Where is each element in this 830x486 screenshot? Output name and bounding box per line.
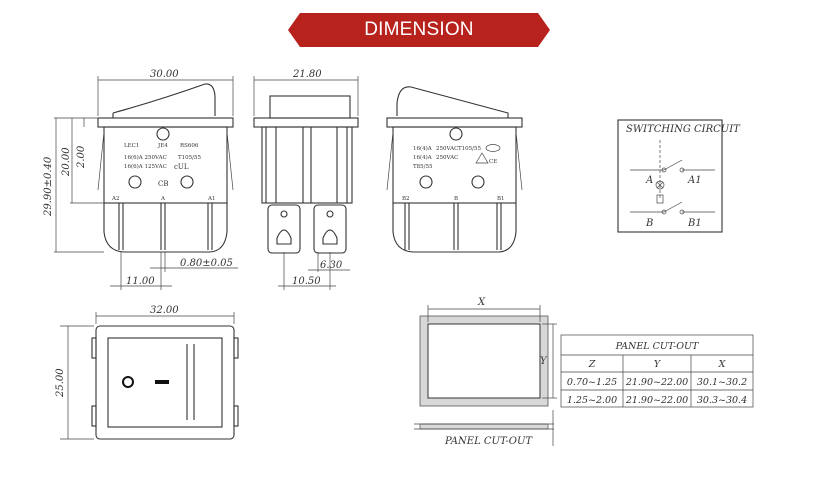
- circuit-b1-label: B1: [687, 218, 702, 229]
- circuit-a-label: A: [645, 175, 653, 186]
- terminal-thickness-dim: 0.80±0.05: [180, 258, 233, 269]
- front-width-dim: 30.00: [150, 69, 179, 80]
- switching-circuit: SWITCHING CIRCUIT A A1 B B1: [617, 119, 741, 233]
- b1-label: B1: [497, 196, 505, 202]
- table-title: PANEL CUT-OUT: [615, 341, 699, 352]
- je-label: JE4: [157, 143, 168, 149]
- back-temp2-label: T85/55: [413, 164, 433, 170]
- terminal-spacing-dim: 11.00: [126, 276, 155, 287]
- a1-label: A1: [207, 196, 215, 202]
- cert-mark-icon: [475, 152, 489, 164]
- side-width-dim: 21.80: [292, 69, 322, 80]
- b2-label: B2: [402, 196, 410, 202]
- panel-caption: PANEL CUT-OUT: [444, 436, 533, 447]
- circuit-title: SWITCHING CIRCUIT: [626, 124, 741, 135]
- banner-title: DIMENSION: [364, 19, 474, 40]
- model-label: RS606: [180, 143, 199, 149]
- panel-y-label: Y: [540, 356, 548, 367]
- top-width-dim: 32.00: [150, 305, 179, 316]
- table-cell: 30.1~30.2: [697, 377, 747, 388]
- ce-mark-label: CE: [489, 159, 497, 165]
- table-cell: 30.3~30.4: [697, 395, 747, 406]
- lec-label: LEC1: [124, 143, 139, 149]
- cb-label: CB: [158, 180, 169, 188]
- back-rating2b-label: 250VAC: [436, 155, 458, 161]
- back-rating1b-label: 250VAC: [436, 146, 458, 152]
- temp-label: T105/55: [178, 155, 202, 161]
- back-rating2-label: 16(4)A: [413, 154, 433, 161]
- a2-label: A2: [111, 196, 119, 202]
- circuit-b-label: B: [645, 218, 653, 229]
- front-rim-height-dim: 2.00: [76, 145, 87, 169]
- dimension-banner: [288, 13, 550, 47]
- table-header: Z: [588, 359, 596, 370]
- b-label: B: [454, 196, 458, 202]
- terminal-width-dim: 10.50: [292, 276, 321, 287]
- table-cell: 21.90~22.00: [625, 377, 688, 388]
- ul-mark-label: cUL: [174, 163, 189, 171]
- top-height-dim: 25.00: [55, 368, 66, 398]
- table-header: X: [718, 359, 727, 370]
- on-symbol-icon: [155, 380, 169, 384]
- off-symbol-icon: [122, 376, 134, 388]
- front-total-height-dim: 29.90±0.40: [43, 156, 54, 217]
- table-cell: 21.90~22.00: [625, 395, 688, 406]
- table-cell: 0.70~1.25: [567, 377, 617, 388]
- terminal-gap-dim: 6.30: [320, 260, 343, 271]
- rating1-label: 16(6)A 250VAC: [124, 154, 167, 161]
- rating2-label: 16(6)A 125VAC: [124, 163, 167, 170]
- side-view: 21.80 6.30 10.50: [253, 69, 359, 290]
- back-view: 16(4)A 250VAC T105/55 16(4)A 250VAC T85/…: [386, 86, 523, 253]
- panel-cutout: X Y PANEL CUT-OUT: [414, 297, 557, 447]
- panel-cutout-table: PANEL CUT-OUT Z Y X 0.70~1.25 21.90~22.0…: [560, 334, 754, 408]
- front-view: LEC1 JE4 RS606 16(6)A 250VAC T105/55 16(…: [43, 69, 238, 290]
- a-label: A: [160, 196, 166, 202]
- front-body-height-dim: 20.00: [61, 147, 72, 177]
- top-view: 32.00 25.00: [55, 305, 239, 440]
- back-temp1-label: T105/55: [458, 146, 482, 152]
- table-cell: 1.25~2.00: [567, 395, 617, 406]
- back-rating1-label: 16(4)A: [413, 145, 433, 152]
- circuit-a1-label: A1: [687, 175, 702, 186]
- panel-x-label: X: [477, 297, 486, 308]
- table-header: Y: [654, 359, 662, 370]
